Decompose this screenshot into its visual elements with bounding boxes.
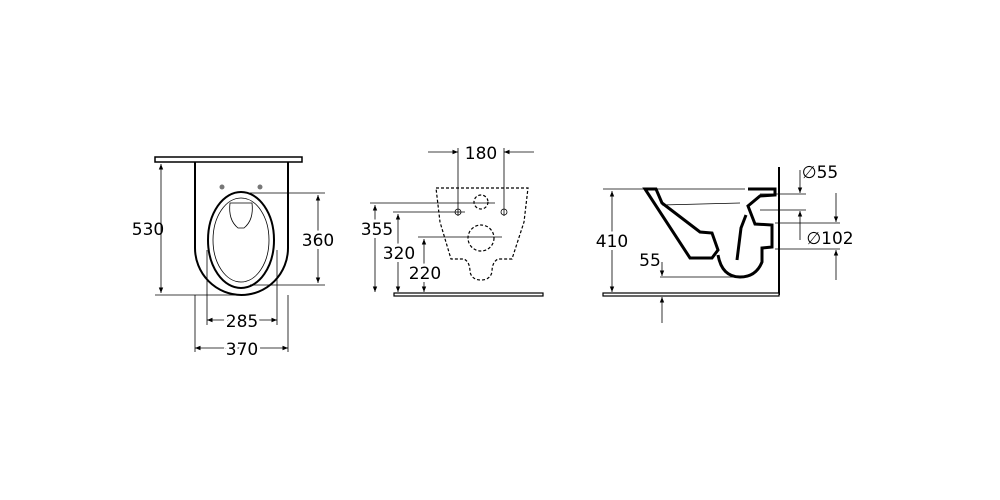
dim-water-55: 55 xyxy=(639,251,661,271)
dim-360: 360 xyxy=(302,231,334,251)
fixing-hole-right xyxy=(257,184,263,190)
floor-plate xyxy=(393,292,544,297)
bowl-outline xyxy=(194,162,289,296)
bowl-trap xyxy=(716,187,777,279)
fixing-hole-left xyxy=(219,184,225,190)
dim-530: 530 xyxy=(132,220,164,240)
dim-220: 220 xyxy=(409,264,441,284)
dim-285: 285 xyxy=(226,312,258,332)
lid-hinge xyxy=(229,202,253,229)
bowl-front xyxy=(642,187,720,260)
dim-320: 320 xyxy=(383,244,415,264)
side-view: 410 ∅55 ∅102 55 xyxy=(593,163,857,323)
dim-370: 370 xyxy=(226,340,258,360)
outlet-circle xyxy=(467,224,495,252)
dim-180: 180 xyxy=(465,144,497,164)
floor-plate xyxy=(602,292,780,297)
dim-410: 410 xyxy=(596,232,628,252)
top-view: 530 360 285 370 xyxy=(132,156,337,363)
rear-view: 180 355 320 220 xyxy=(358,144,544,297)
dim-inlet-55: ∅55 xyxy=(802,163,838,183)
dim-outlet-102: ∅102 xyxy=(806,229,853,249)
dim-355: 355 xyxy=(361,220,393,240)
inlet-circle xyxy=(473,194,489,210)
seat-inner xyxy=(212,197,270,283)
wall-plate xyxy=(154,156,303,163)
seat-outer xyxy=(207,191,275,289)
back-outline xyxy=(435,187,529,281)
